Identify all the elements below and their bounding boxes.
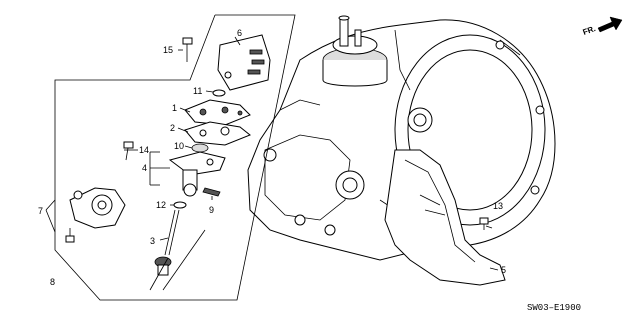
- callout-3: 3: [150, 236, 155, 246]
- bolt-14: [123, 141, 134, 161]
- diagram-part-code: SW03–E1900: [527, 303, 581, 313]
- washer-11: [212, 89, 226, 97]
- callout-1: 1: [172, 103, 177, 113]
- sensor-7: [65, 187, 126, 243]
- callout-15: 15: [163, 45, 173, 55]
- plate-1: [184, 99, 251, 126]
- callout-8: 8: [50, 277, 55, 287]
- bracket-6: [217, 34, 271, 91]
- callout-4: 4: [142, 163, 147, 173]
- cover-plate: [384, 149, 506, 286]
- callout-10: 10: [174, 141, 184, 151]
- front-label: FR.: [582, 24, 597, 37]
- callout-9: 9: [209, 205, 214, 215]
- callout-14: 14: [139, 145, 149, 155]
- bolt-13: [479, 217, 489, 230]
- callout-13: 13: [493, 201, 503, 211]
- callout-7: 7: [38, 206, 43, 216]
- leader-lines: [45, 36, 499, 291]
- callout-5: 5: [501, 265, 506, 275]
- washer-12: [173, 201, 187, 209]
- assembly-boundary: [54, 14, 296, 301]
- bolt-15: [182, 37, 193, 62]
- callout-11: 11: [193, 86, 202, 96]
- clip-9: [202, 187, 221, 197]
- holder-4: [168, 151, 226, 197]
- front-direction-indicator: FR.: [582, 16, 623, 37]
- shaft-3: [154, 209, 180, 276]
- callout-6: 6: [237, 28, 242, 38]
- front-arrow-icon: [597, 16, 623, 33]
- gasket-2: [184, 121, 251, 146]
- callout-12: 12: [156, 200, 166, 210]
- callout-labels: 6 15 11 1 2 10 14 4 12 9 7 3 8 13 5: [38, 28, 506, 287]
- o-ring-10: [191, 143, 209, 153]
- callout-2: 2: [170, 123, 175, 133]
